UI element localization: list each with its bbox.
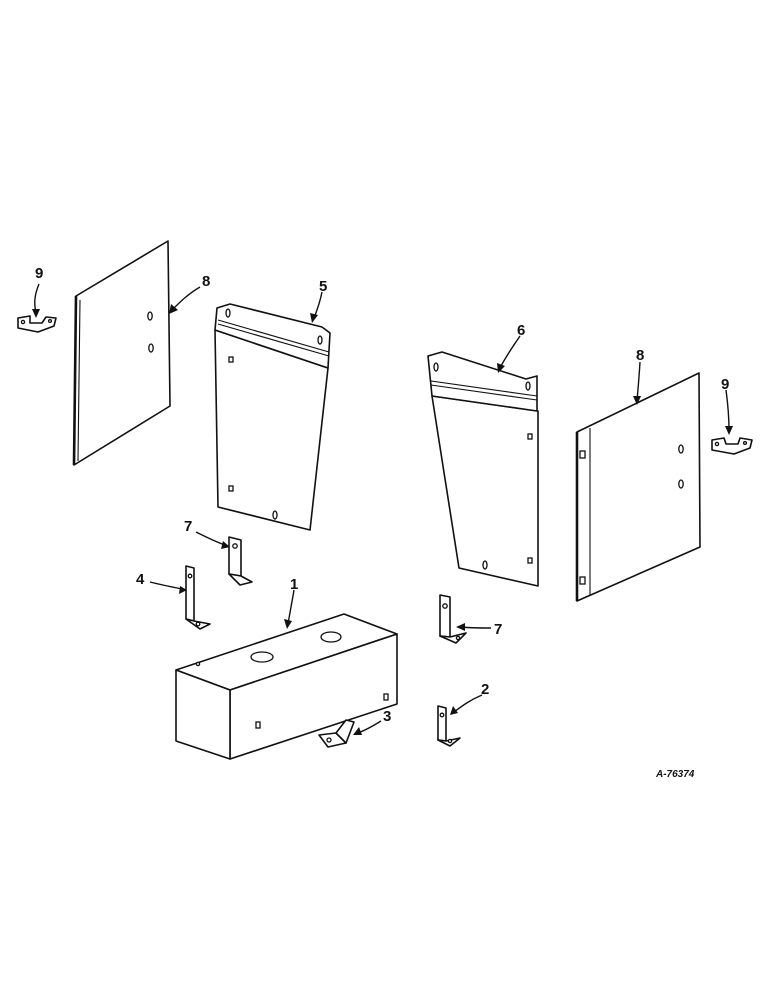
reference-number: A-76374 [655,769,695,780]
callout-2: 2 [481,681,489,698]
callout-7-upper: 7 [184,518,192,535]
callout-9-right: 9 [721,376,729,393]
callout-5: 5 [319,278,327,295]
callout-3: 3 [383,708,391,725]
box-housing [175,613,398,760]
callout-7-lower: 7 [494,621,502,638]
angle-bracket-2 [437,705,461,747]
callout-8-right: 8 [636,347,644,364]
angle-bracket-lower [439,594,467,644]
clip-bracket-right [711,437,753,455]
panel-left [72,240,171,466]
shield-right [427,351,539,587]
clip-bracket-left [17,315,57,333]
l-bracket-3 [318,719,355,748]
angle-bracket-4 [185,565,211,630]
callout-labels: 9 8 5 6 8 9 7 4 1 7 2 3 [35,265,729,725]
callout-8-left: 8 [202,273,210,290]
callout-9-left: 9 [35,265,43,282]
callout-1: 1 [290,576,298,593]
angle-bracket-upper [228,536,253,586]
panel-right [575,372,701,602]
leader-lines [32,283,733,735]
shield-left [214,303,331,531]
callout-6: 6 [517,322,525,339]
callout-4: 4 [136,571,145,588]
